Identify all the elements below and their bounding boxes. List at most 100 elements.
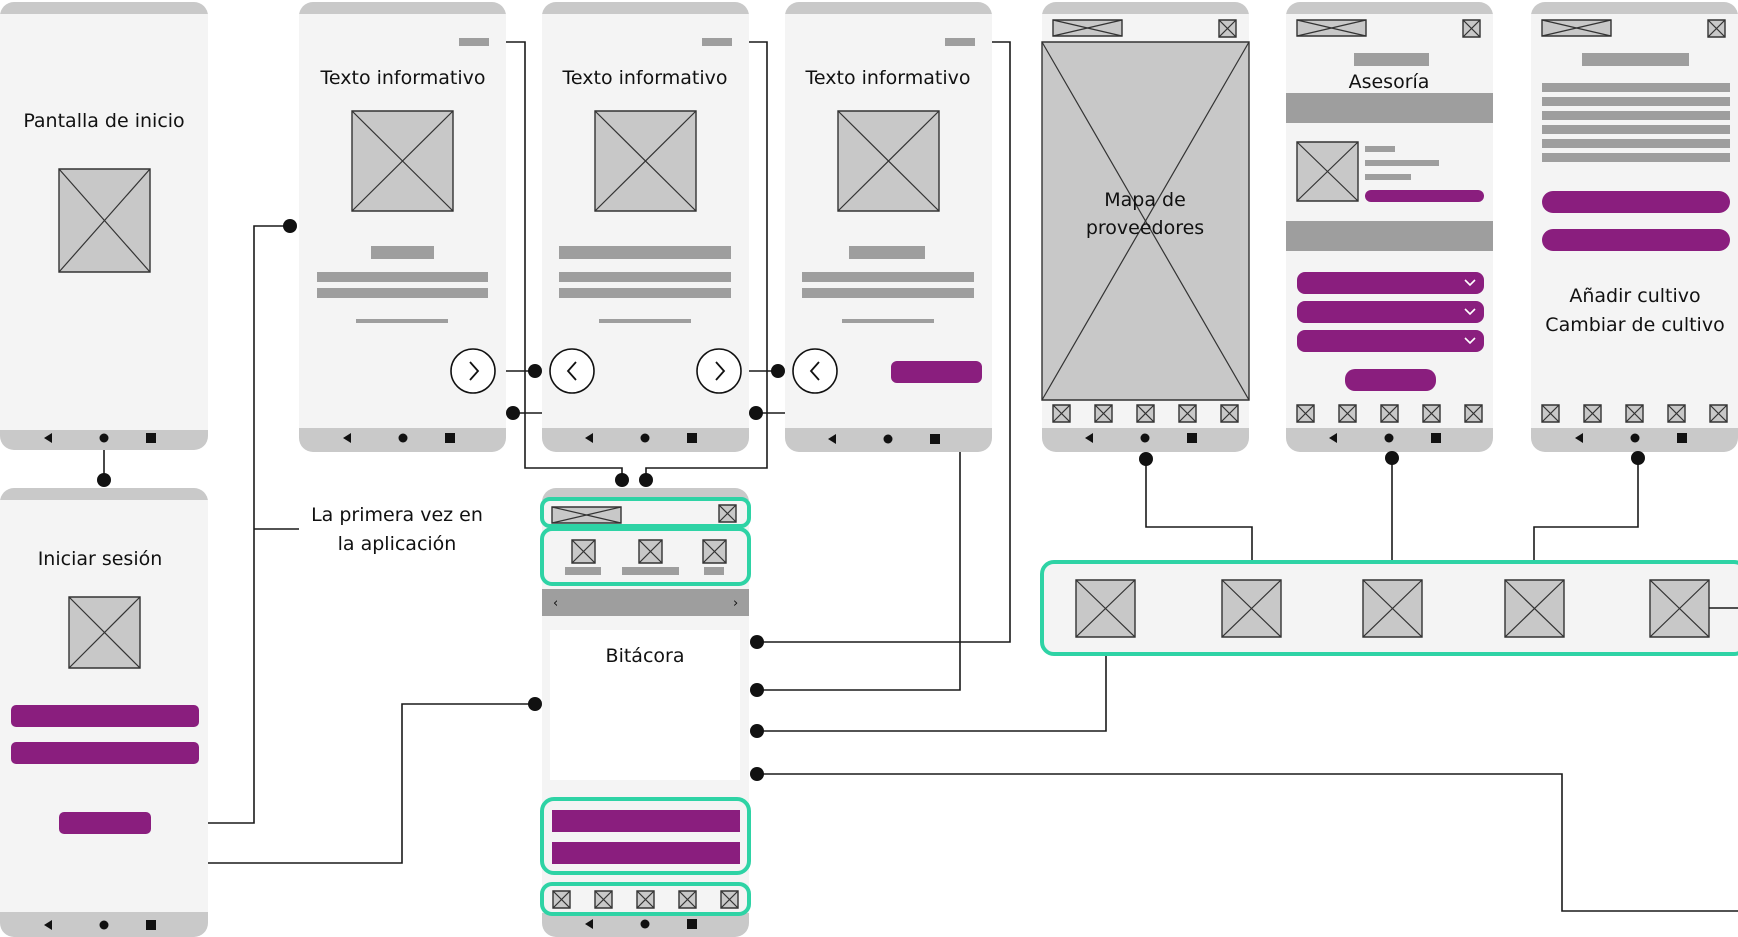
- tab-icon[interactable]: [1464, 404, 1483, 423]
- dropdown-1[interactable]: [1297, 272, 1484, 294]
- tab-icon[interactable]: [678, 890, 697, 909]
- logo-placeholder-icon: [1052, 19, 1123, 37]
- add-crop-button[interactable]: [1542, 191, 1730, 213]
- connector-dots: [97, 219, 1645, 781]
- tab-icon[interactable]: [1625, 404, 1644, 423]
- section-bar: [1286, 93, 1493, 123]
- text-placeholder: [802, 288, 974, 298]
- tab-icon[interactable]: [1052, 404, 1071, 423]
- dropdown-2[interactable]: [1297, 301, 1484, 323]
- text-placeholder: [599, 319, 691, 323]
- chevron-left-icon[interactable]: ‹: [553, 596, 558, 611]
- text-placeholder: [1542, 83, 1730, 92]
- quick-icon[interactable]: [702, 539, 727, 564]
- tab-icon[interactable]: [552, 890, 571, 909]
- tab-icon[interactable]: [1178, 404, 1197, 423]
- text-placeholder: [704, 567, 724, 575]
- image-placeholder-icon: [1296, 141, 1359, 202]
- date-selector-bar[interactable]: [542, 589, 749, 616]
- tab-icon[interactable]: [1583, 404, 1602, 423]
- tab-icon[interactable]: [1338, 404, 1357, 423]
- chevron-left-icon: [566, 361, 577, 381]
- logbook-button-1[interactable]: [552, 810, 740, 832]
- next-button[interactable]: [696, 348, 742, 394]
- tab-icon[interactable]: [1422, 404, 1441, 423]
- tab-icon[interactable]: [1296, 404, 1315, 423]
- screen-info-3: Texto informativo: [785, 2, 992, 452]
- password-field[interactable]: [11, 742, 199, 764]
- chevron-down-icon: [1464, 308, 1476, 316]
- image-placeholder-icon: [837, 110, 940, 212]
- logbook-button-2[interactable]: [552, 842, 740, 864]
- chevron-left-icon: [809, 361, 820, 381]
- contact-button[interactable]: [1365, 190, 1484, 202]
- tab-icon[interactable]: [1136, 404, 1155, 423]
- tab-icon[interactable]: [1220, 404, 1239, 423]
- tab-icon[interactable]: [1221, 579, 1282, 638]
- menu-placeholder-icon: [1218, 19, 1237, 38]
- text-placeholder: [565, 567, 601, 575]
- image-placeholder-icon: [68, 596, 141, 669]
- next-button[interactable]: [450, 348, 496, 394]
- text-placeholder: [371, 246, 434, 259]
- screen-map: Mapa de proveedores: [1042, 2, 1249, 452]
- skip-link[interactable]: [702, 38, 732, 46]
- chevron-right-icon[interactable]: ›: [733, 596, 738, 611]
- tab-icon[interactable]: [1094, 404, 1113, 423]
- text-placeholder: [1365, 160, 1439, 166]
- quick-icon[interactable]: [571, 539, 596, 564]
- tab-icon[interactable]: [636, 890, 655, 909]
- tab-icon[interactable]: [1504, 579, 1565, 638]
- text-placeholder: [1365, 174, 1411, 180]
- map-title-line1: Mapa de: [1104, 189, 1186, 211]
- tab-icon[interactable]: [1667, 404, 1686, 423]
- screen-info-2: Texto informativo: [542, 2, 749, 452]
- screen-advisory: Asesoría: [1286, 2, 1493, 452]
- login-button[interactable]: [59, 812, 151, 834]
- change-crop-button[interactable]: [1542, 229, 1730, 251]
- advisory-title: Asesoría: [1349, 71, 1430, 93]
- prev-button[interactable]: [792, 348, 838, 394]
- screen-info-1: Texto informativo: [299, 2, 506, 452]
- tab-icon[interactable]: [1709, 404, 1728, 423]
- section-bar: [1286, 221, 1493, 251]
- submit-button[interactable]: [1345, 369, 1436, 391]
- start-button[interactable]: [891, 361, 982, 383]
- screen-logbook: ‹ › Bitácora: [542, 488, 749, 937]
- text-placeholder: [802, 272, 974, 282]
- tab-icon[interactable]: [1075, 579, 1136, 638]
- tab-icon[interactable]: [1362, 579, 1423, 638]
- prev-button[interactable]: [549, 348, 595, 394]
- quick-icon[interactable]: [638, 539, 663, 564]
- highlight-groups: [540, 497, 751, 916]
- text-placeholder: [1542, 97, 1730, 106]
- text-placeholder: [1542, 153, 1730, 162]
- chevron-down-icon: [1464, 337, 1476, 345]
- text-placeholder: [1365, 146, 1395, 152]
- tab-icon[interactable]: [720, 890, 739, 909]
- text-placeholder: [1542, 139, 1730, 148]
- image-placeholder-icon: [594, 110, 697, 212]
- text-placeholder: [317, 272, 488, 282]
- logo-placeholder-icon: [1541, 19, 1612, 37]
- chevron-down-icon: [1464, 279, 1476, 287]
- highlight-quick-access: [540, 527, 751, 586]
- skip-link[interactable]: [945, 38, 975, 46]
- text-placeholder: [1542, 111, 1730, 120]
- text-placeholder: [1582, 53, 1689, 66]
- tab-icon[interactable]: [1541, 404, 1560, 423]
- menu-placeholder-icon: [718, 504, 737, 523]
- skip-link[interactable]: [459, 38, 489, 46]
- text-placeholder: [622, 567, 679, 575]
- dropdown-3[interactable]: [1297, 330, 1484, 352]
- tab-icon[interactable]: [1649, 579, 1710, 638]
- chevron-right-icon: [715, 361, 726, 381]
- tab-icon[interactable]: [1380, 404, 1399, 423]
- image-placeholder-icon: [351, 110, 454, 212]
- text-placeholder: [1542, 125, 1730, 134]
- info-3-title: Texto informativo: [805, 67, 971, 89]
- tab-icon[interactable]: [594, 890, 613, 909]
- info-1-title: Texto informativo: [320, 67, 486, 89]
- username-field[interactable]: [11, 705, 199, 727]
